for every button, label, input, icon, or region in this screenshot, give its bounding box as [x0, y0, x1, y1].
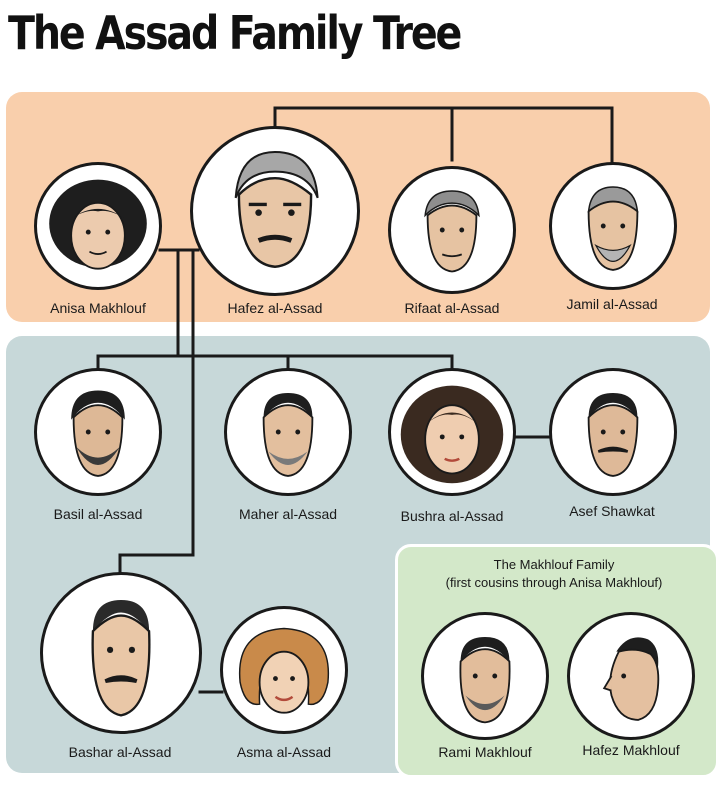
name-hafez-al-assad: Hafez al-Assad — [227, 300, 323, 316]
portrait-hafez-al-assad — [190, 126, 360, 296]
portrait-hafez-makhlouf — [567, 612, 695, 740]
portrait-basil-al-assad — [34, 368, 162, 496]
name-bushra-al-assad: Bushra al-Assad — [400, 508, 504, 524]
portrait-asef-shawkat — [549, 368, 677, 496]
portrait-rifaat-al-assad — [388, 166, 516, 294]
name-asef-shawkat: Asef Shawkat — [569, 503, 655, 519]
makhlouf-family-heading: The Makhlouf Family (first cousins throu… — [446, 556, 663, 592]
name-bashar-al-assad: Bashar al-Assad — [68, 744, 172, 760]
name-maher-al-assad: Maher al-Assad — [238, 506, 338, 522]
name-hafez-makhlouf: Hafez Makhlouf — [582, 742, 680, 758]
page-title: The Assad Family Tree — [8, 6, 462, 60]
portrait-maher-al-assad — [224, 368, 352, 496]
name-anisa-makhlouf: Anisa Makhlouf — [50, 300, 146, 316]
name-rami-makhlouf: Rami Makhlouf — [438, 744, 532, 760]
portrait-bushra-al-assad — [388, 368, 516, 496]
portrait-rami-makhlouf — [421, 612, 549, 740]
portrait-anisa-makhlouf — [34, 162, 162, 290]
portrait-jamil-al-assad — [549, 162, 677, 290]
name-asma-al-assad: Asma al-Assad — [236, 744, 332, 760]
name-basil-al-assad: Basil al-Assad — [53, 506, 143, 522]
makhlouf-family-subtitle: (first cousins through Anisa Makhlouf) — [445, 575, 663, 590]
name-rifaat-al-assad: Rifaat al-Assad — [404, 300, 500, 316]
name-jamil-al-assad: Jamil al-Assad — [566, 296, 658, 312]
portrait-bashar-al-assad — [40, 572, 202, 734]
makhlouf-family-title: The Makhlouf Family — [493, 557, 615, 572]
portrait-asma-al-assad — [220, 606, 348, 734]
